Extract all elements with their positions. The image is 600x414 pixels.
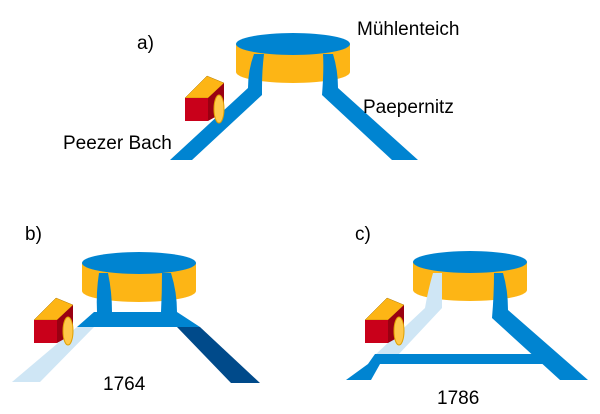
connecting-channel <box>77 312 200 327</box>
bypass-outflow <box>346 364 380 380</box>
watermill-icon <box>364 297 405 346</box>
left-outflow <box>96 273 112 312</box>
panel-c: c) 1786 <box>346 224 588 409</box>
old-left-channel <box>375 273 442 355</box>
watermill-icon <box>184 75 225 124</box>
new-channel <box>177 327 260 383</box>
year-label-c: 1786 <box>437 388 479 409</box>
bypass-channel <box>368 354 546 364</box>
old-stream-bed <box>12 327 94 382</box>
panel-label-b: b) <box>25 224 42 245</box>
watermill-icon <box>33 297 74 346</box>
left-channel <box>170 54 264 160</box>
year-label-b: 1764 <box>103 374 146 395</box>
label-paepernitz: Paepernitz <box>363 97 454 118</box>
panel-label-c: c) <box>355 224 371 245</box>
right-channel <box>322 54 418 160</box>
panel-a: a) Mühlenteich Paepernitz Peezer Bach <box>63 19 459 160</box>
label-muehlenteich: Mühlenteich <box>357 19 459 40</box>
label-peezer-bach: Peezer Bach <box>63 133 172 154</box>
right-outflow <box>161 273 177 312</box>
panel-label-a: a) <box>137 33 154 54</box>
panel-b: b) 1764 <box>12 224 260 395</box>
